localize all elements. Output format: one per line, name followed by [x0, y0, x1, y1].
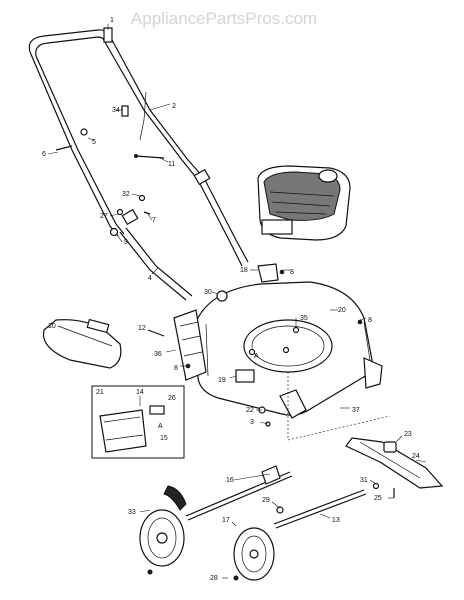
callout-13: 13 [332, 517, 340, 524]
callout-35: 35 [300, 315, 308, 322]
clip-34 [121, 105, 129, 117]
callout-31: 31 [360, 477, 368, 484]
nut-8c [185, 363, 191, 369]
spring-29 [276, 506, 284, 514]
callout-5: 5 [92, 139, 96, 146]
callout-33: 33 [128, 509, 136, 516]
callout-30: 30 [204, 289, 212, 296]
deck-opening [243, 319, 333, 373]
knob-5 [80, 128, 88, 136]
callout-7: 7 [152, 217, 156, 224]
inset-label-15: 15 [160, 435, 168, 442]
callout-37: 37 [352, 407, 360, 414]
bolt-35c [248, 348, 256, 356]
callout-24: 24 [412, 453, 420, 460]
callout-32: 32 [122, 191, 130, 198]
callout-8c: 8 [174, 365, 178, 372]
front-axle-13 [273, 489, 365, 525]
callout-18: 18 [240, 267, 248, 274]
inset-label-26: 26 [168, 395, 176, 402]
callout-3: 3 [250, 419, 254, 426]
callout-12: 12 [138, 325, 146, 332]
callout-19: 19 [218, 377, 226, 384]
callout-4: 4 [148, 275, 152, 282]
inset-label-A: A [158, 423, 163, 430]
deck-label-19 [235, 369, 255, 383]
bolt-32 [138, 194, 146, 202]
rear-bracket [173, 309, 207, 381]
knob-9 [109, 227, 119, 237]
handle-knob-right [193, 168, 211, 186]
inset-label-21: 21 [96, 389, 104, 396]
callout-1: 1 [110, 17, 114, 24]
callout-8a: 8 [290, 269, 294, 276]
callout-20: 20 [338, 307, 346, 314]
callout-28: 28 [210, 575, 218, 582]
nut-8a [279, 269, 285, 275]
bracket-18 [257, 263, 279, 283]
callout-36: 36 [154, 351, 162, 358]
callout-23: 23 [404, 431, 412, 438]
callout-22: 22 [246, 407, 254, 414]
bolt-35b [282, 346, 290, 354]
handle-knob-left [121, 208, 139, 226]
callout-16: 16 [226, 477, 234, 484]
callout-A: A [254, 353, 259, 360]
upper-handle [28, 27, 205, 237]
callout-17: 17 [222, 517, 230, 524]
callout-8b: 8 [368, 317, 372, 324]
callout-6: 6 [42, 151, 46, 158]
height-adjuster-37 [279, 389, 307, 419]
deck-bracket-right [363, 357, 383, 389]
height-lever [163, 485, 187, 511]
callout-29: 29 [262, 497, 270, 504]
rear-deflector-10 [42, 319, 122, 369]
blade-24 [345, 437, 444, 489]
axle-bracket-16 [261, 465, 281, 485]
deflector-hinge [86, 318, 110, 334]
tie-end [134, 154, 138, 158]
bolt-7 [143, 211, 151, 215]
mower-deck [195, 281, 383, 416]
engine-base [261, 219, 293, 235]
callout-11: 11 [168, 161, 175, 168]
bolt-35a [292, 326, 300, 334]
callout-2: 2 [172, 103, 176, 110]
callout-27: 27 [100, 213, 108, 220]
nut-8b [357, 319, 363, 325]
wheel-nut-33 [147, 569, 153, 575]
inset-label-14: 14 [136, 389, 144, 396]
cable-tie [135, 155, 165, 159]
bolt-12 [147, 329, 165, 337]
watermark-text: AppliancePartsPros.com [131, 9, 317, 28]
handle-cap [103, 27, 113, 43]
washer-27 [116, 208, 124, 216]
inset-mulch-plug [91, 385, 185, 459]
wheel-nut-28 [233, 575, 239, 581]
control-cable [139, 91, 147, 141]
leader-lines [47, 24, 427, 579]
knob-30 [216, 290, 228, 302]
callout-9: 9 [124, 239, 128, 246]
callout-10: 10 [48, 323, 56, 330]
washer-31 [372, 482, 380, 490]
lower-handle [119, 168, 249, 301]
engine-cap [318, 169, 338, 183]
engine [257, 165, 351, 241]
blade-adapter-23 [383, 441, 397, 453]
handle-bolt-6 [55, 145, 73, 151]
mulch-plug-14 [99, 409, 147, 453]
plug-latch-26 [149, 405, 165, 415]
callout-25: 25 [374, 495, 382, 502]
callout-34: 34 [112, 107, 120, 114]
